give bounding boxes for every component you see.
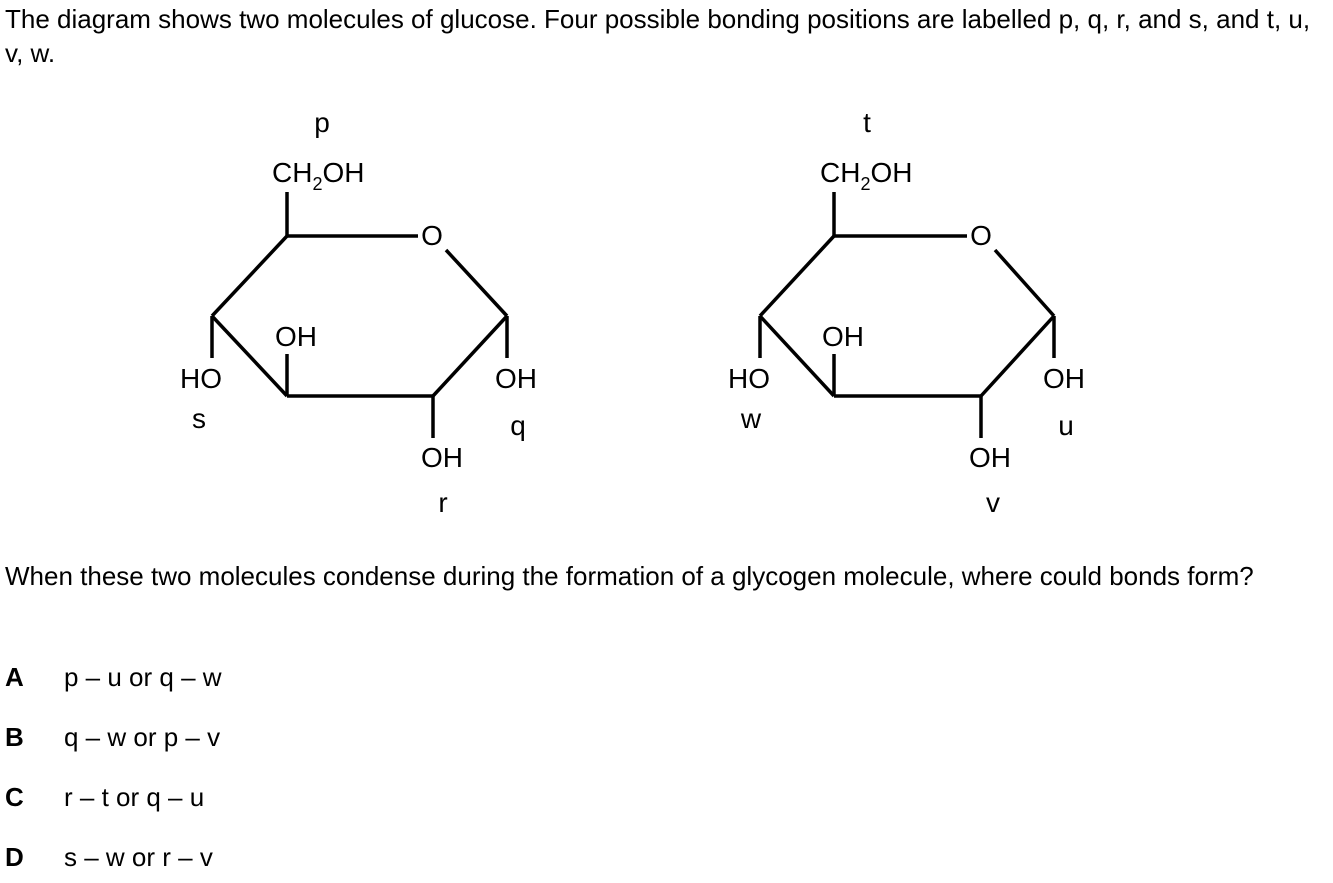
glucose-molecule-1: O CH2OH OH HO OH OH p q r s [180, 107, 537, 518]
hydroxyl-inner: OH [822, 321, 864, 352]
ring-bonds [758, 234, 1056, 398]
option-text: q – w or p – v [64, 722, 221, 752]
option-text: r – t or q – u [64, 782, 205, 812]
ch2oh-c: CH [272, 157, 312, 188]
substituent-bonds [210, 192, 509, 438]
hydroxyl-left: HO [728, 363, 770, 394]
position-label-p: p [314, 107, 330, 138]
position-label-v: v [986, 487, 1000, 518]
option-text: s – w or r – v [64, 842, 213, 872]
ch2oh-group: CH2OH [820, 157, 912, 194]
glucose-molecule-2: O CH2OH OH HO OH OH t u v w [728, 107, 1085, 518]
position-label-t: t [863, 107, 871, 138]
hydroxyl-inner: OH [275, 321, 317, 352]
hydroxyl-right: OH [1043, 363, 1085, 394]
hydroxyl-right: OH [495, 363, 537, 394]
option-letter: D [5, 842, 24, 872]
position-label-s: s [192, 403, 206, 434]
option-letter: C [5, 782, 24, 812]
ch2oh-c: CH [820, 157, 860, 188]
hydroxyl-bottom: OH [421, 442, 463, 473]
ring-bonds [210, 234, 509, 398]
position-label-w: w [740, 403, 762, 434]
ch2oh-subscript: 2 [860, 174, 870, 194]
hydroxyl-left: HO [180, 363, 222, 394]
ch2oh-subscript: 2 [312, 174, 322, 194]
hydroxyl-bottom: OH [969, 442, 1011, 473]
position-label-r: r [438, 487, 447, 518]
ch2oh-oh: OH [870, 157, 912, 188]
substituent-bonds [758, 192, 1056, 438]
question-text: When these two molecules condense during… [5, 561, 1254, 591]
ch2oh-oh: OH [322, 157, 364, 188]
intro-text: The diagram shows two molecules of gluco… [5, 4, 1311, 68]
ch2oh-group: CH2OH [272, 157, 364, 194]
position-label-u: u [1058, 410, 1074, 441]
ring-oxygen: O [421, 220, 443, 251]
ring-oxygen: O [970, 220, 992, 251]
option-text: p – u or q – w [64, 662, 222, 692]
option-letter: A [5, 662, 24, 692]
option-letter: B [5, 722, 24, 752]
position-label-q: q [510, 410, 526, 441]
